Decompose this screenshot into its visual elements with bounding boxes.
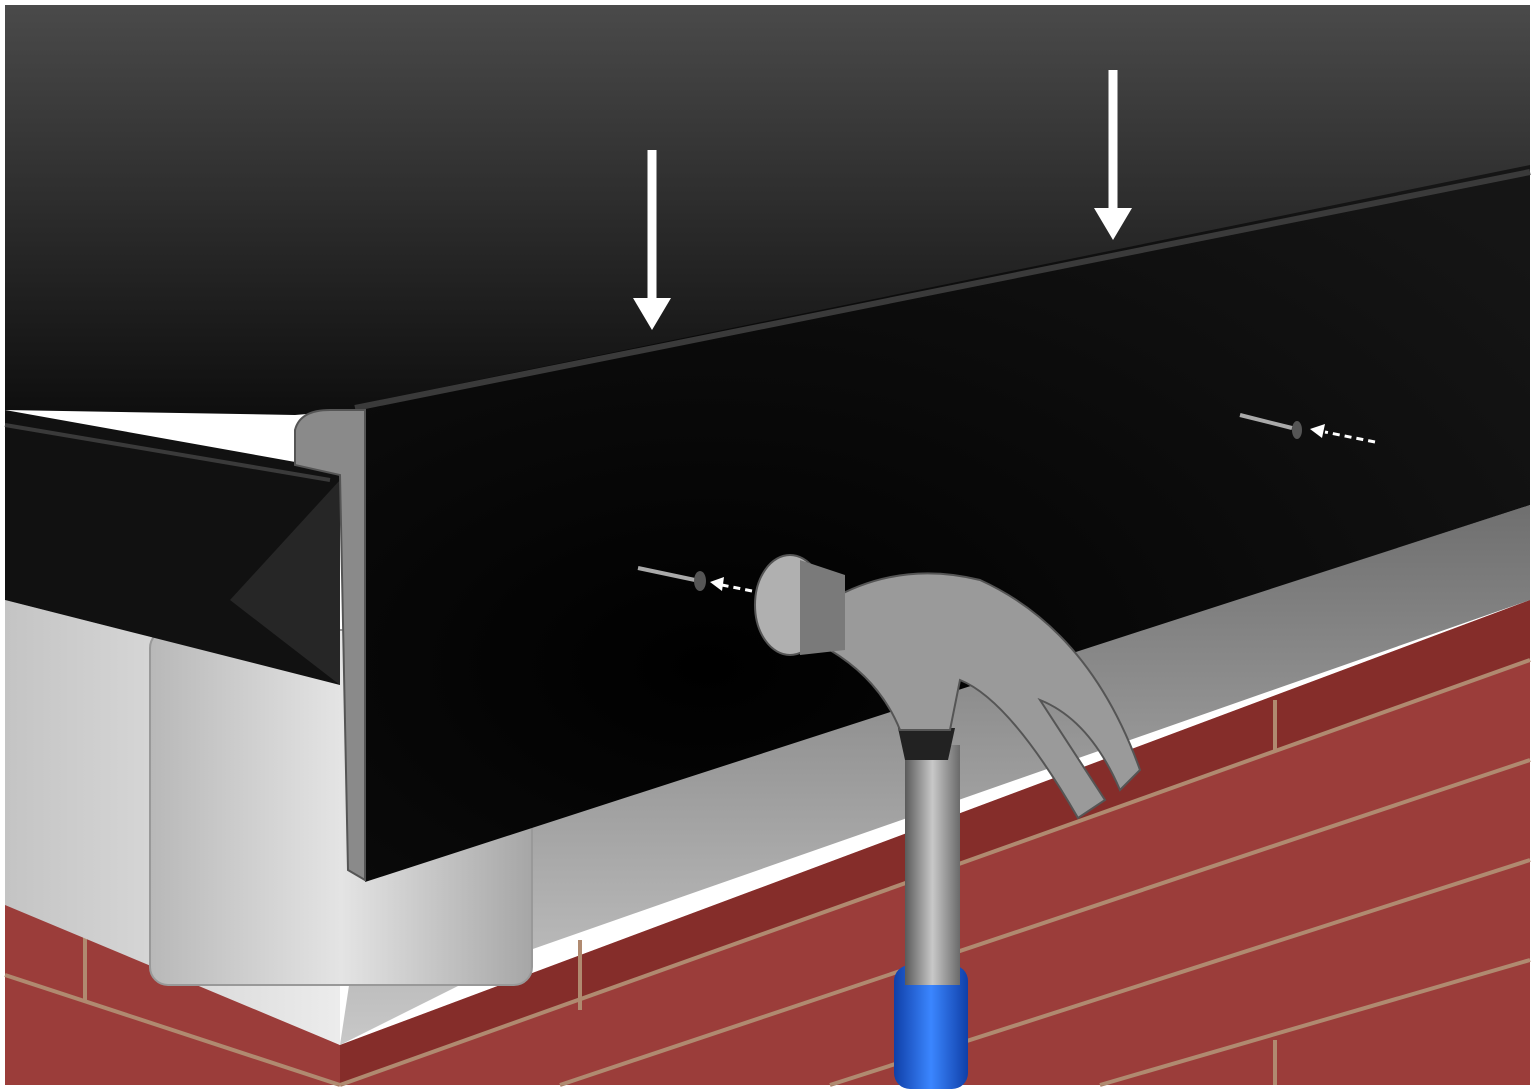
trim-top-lip — [354, 169, 1531, 411]
hammer-grip — [894, 965, 968, 1089]
drip-trim-face — [355, 165, 1530, 882]
trim-corner-cap — [294, 409, 366, 882]
nail-icon — [637, 566, 706, 591]
down-arrow-icon — [1094, 70, 1132, 240]
roof-surface — [5, 5, 1530, 415]
down-arrow-icon — [633, 150, 671, 330]
hammer-handle — [905, 745, 960, 985]
dashed-arrow-icon — [1310, 424, 1376, 444]
nail-icon — [1239, 413, 1302, 439]
hammer-claw — [829, 572, 1142, 820]
dashed-arrow-icon — [710, 577, 753, 593]
hammer-icon — [754, 554, 1142, 1089]
